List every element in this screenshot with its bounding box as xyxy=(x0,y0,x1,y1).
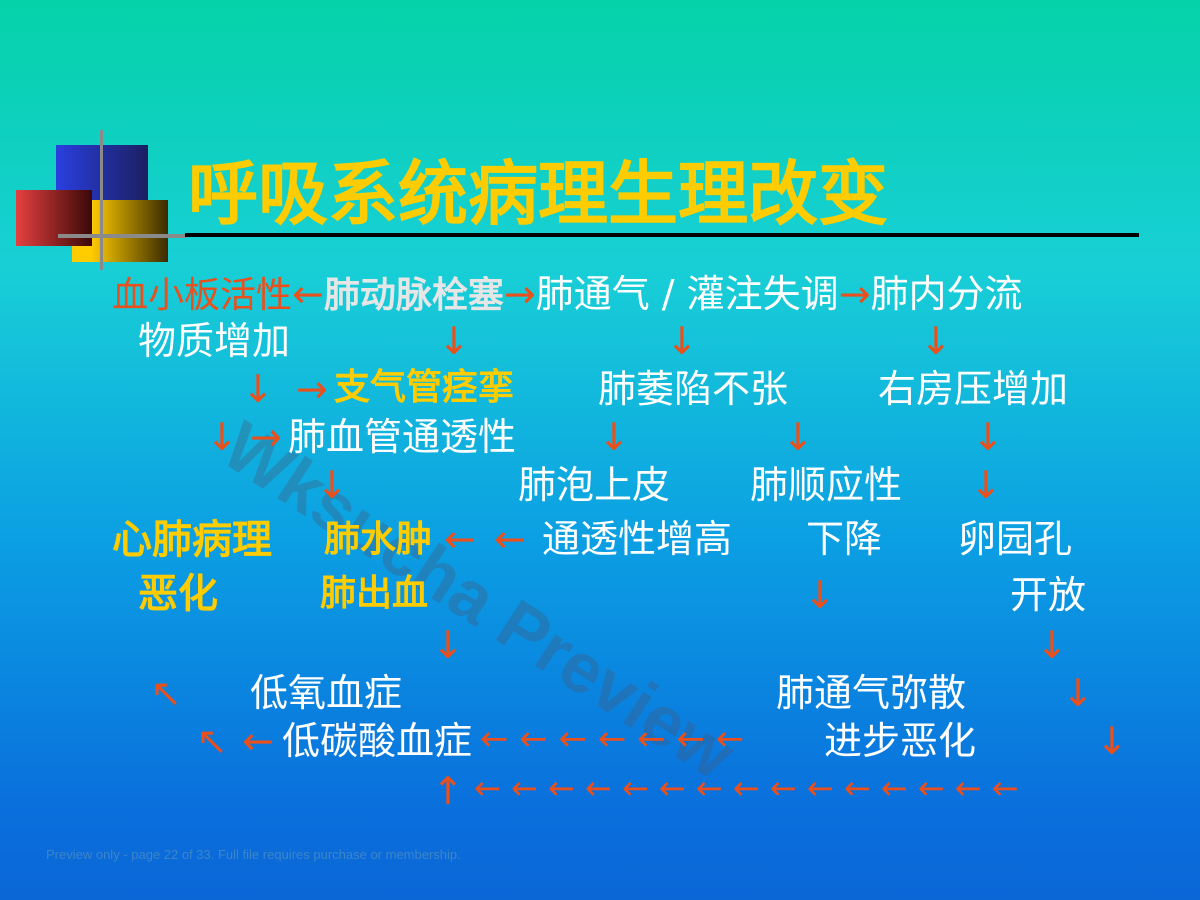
bronchospasm-label: 支气管痉挛 xyxy=(334,367,515,408)
intrapulmonary-shunt-label: 肺内分流 xyxy=(870,272,1023,316)
arrow-down: ↓ xyxy=(1096,719,1128,763)
hypoxemia-label: 低氧血症 xyxy=(250,671,403,715)
arrow-left: ← xyxy=(242,719,274,763)
logo-vertical-line xyxy=(100,130,103,270)
arrow-down: ↓ xyxy=(598,415,630,459)
pulmonary-hemorrhage-label: 肺出血 xyxy=(320,573,429,614)
arrow-down: ↓ xyxy=(970,463,1002,507)
arrow-down: ↓ xyxy=(1036,623,1068,667)
permeability-increase-label: 通透性增高 xyxy=(542,517,733,561)
arrow-down: ↓ xyxy=(920,319,952,363)
arrow-down: ↓ xyxy=(782,415,814,459)
arrow-down: ↓ xyxy=(242,367,274,411)
arrow-down: ↓ xyxy=(432,623,464,667)
arrow-left-chain: ← ← ← ← ← ← ← xyxy=(480,719,745,759)
further-worsening-label: 进步恶化 xyxy=(824,719,977,763)
right-atrial-pressure-label: 右房压增加 xyxy=(878,367,1069,411)
arrow-down: ↓ xyxy=(206,415,238,459)
pulmonary-edema-label: 肺水肿 xyxy=(324,519,433,560)
arrow-right: → xyxy=(250,415,282,459)
arrow-right: → xyxy=(296,367,328,411)
pulmonary-embolism-label: 肺动脉栓塞 xyxy=(323,275,504,316)
arrow-up-left: ↖ xyxy=(196,719,228,763)
arrow-down: ↓ xyxy=(666,319,698,363)
diagram-row-1: 血小板活性←肺动脉栓塞→肺通气 / 灌注失调→肺内分流 xyxy=(112,275,1023,314)
platelet-activity-label: 血小板活性 xyxy=(112,275,293,316)
slide-title: 呼吸系统病理生理改变 xyxy=(188,153,888,235)
vascular-permeability-label: 肺血管通透性 xyxy=(288,415,517,459)
arrow-left: ← xyxy=(494,517,526,561)
arrow-down: ↓ xyxy=(438,319,470,363)
alveolar-epithelium-label: 肺泡上皮 xyxy=(518,463,671,507)
substance-increase-label: 物质增加 xyxy=(138,319,291,363)
decrease-label: 下降 xyxy=(806,517,883,561)
arrow-left: ← xyxy=(444,517,476,561)
arrow-up-left: ↖ xyxy=(150,671,182,715)
arrow-left: ← xyxy=(292,272,324,316)
cardiopulmonary-label: 心肺病理 xyxy=(112,517,272,563)
arrow-right: → xyxy=(503,272,536,316)
lung-compliance-label: 肺顺应性 xyxy=(750,463,903,507)
arrow-up: ↑ xyxy=(432,769,464,813)
arrow-down: ↓ xyxy=(1062,671,1094,715)
ventilation-diffusion-label: 肺通气弥散 xyxy=(776,671,967,715)
worsening-label: 恶化 xyxy=(138,571,218,617)
arrow-left-chain: ← ← ← ← ← ← ← ← ← ← ← ← ← ← ← xyxy=(474,769,1019,807)
arrow-right: → xyxy=(838,272,871,316)
title-rule xyxy=(185,233,1139,237)
foramen-ovale-label: 卵园孔 xyxy=(958,517,1073,561)
open-label: 开放 xyxy=(1010,573,1087,617)
logo-horizontal-line xyxy=(58,234,188,238)
hypocapnia-label: 低碳酸血症 xyxy=(282,719,473,763)
arrow-down: ↓ xyxy=(316,463,348,507)
arrow-down: ↓ xyxy=(972,415,1004,459)
atelectasis-label: 肺萎陷不张 xyxy=(598,367,789,411)
preview-footer: Preview only - page 22 of 33. Full file … xyxy=(46,847,461,862)
arrow-down: ↓ xyxy=(804,573,836,617)
vq-mismatch-label: 肺通气 / 灌注失调 xyxy=(535,272,839,316)
